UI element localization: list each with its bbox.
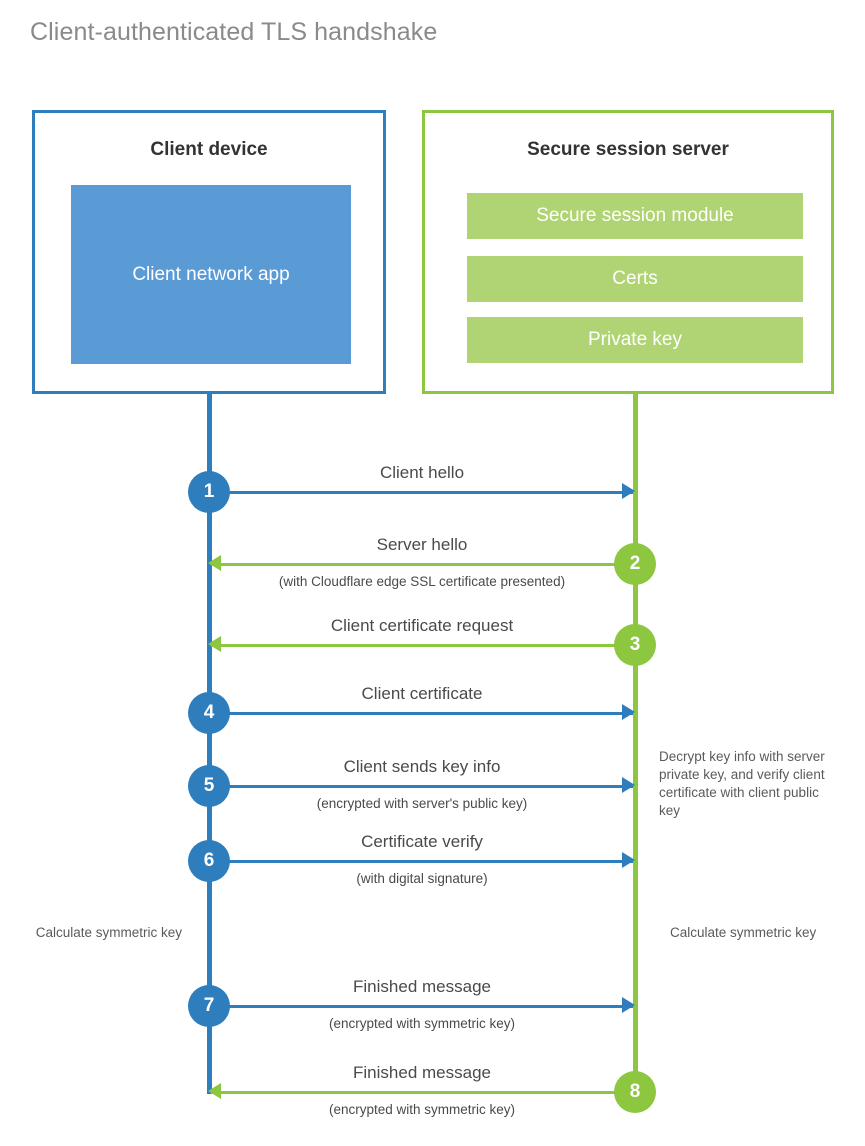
- step-circle-6[interactable]: 6: [188, 840, 230, 882]
- step-circle-1[interactable]: 1: [188, 471, 230, 513]
- secure-session-server-box: Secure session server Secure session mod…: [422, 110, 834, 394]
- page-title: Client-authenticated TLS handshake: [30, 18, 438, 46]
- step-circle-2[interactable]: 2: [614, 543, 656, 585]
- step-circle-5[interactable]: 5: [188, 765, 230, 807]
- message-line-6: [228, 860, 633, 863]
- arrow-head-7: [622, 997, 635, 1013]
- message-line-7: [228, 1005, 633, 1008]
- message-sublabel-2: (with Cloudflare edge SSL certificate pr…: [278, 574, 566, 589]
- message-line-2: [211, 563, 616, 566]
- step-circle-4[interactable]: 4: [188, 692, 230, 734]
- message-line-8: [211, 1091, 616, 1094]
- secure-session-server-title: Secure session server: [527, 139, 729, 160]
- arrow-head-5: [622, 777, 635, 793]
- client-device-box: Client device Client network app: [32, 110, 386, 394]
- message-sublabel-6: (with digital signature): [356, 871, 488, 886]
- message-label-7: Finished message: [353, 977, 491, 996]
- message-label-4: Client certificate: [361, 684, 483, 703]
- message-line-3: [211, 644, 616, 647]
- message-line-5: [228, 785, 633, 788]
- client-calculate-symmetric-key-note: Calculate symmetric key: [35, 925, 182, 940]
- step-circle-3[interactable]: 3: [614, 624, 656, 666]
- message-label-3: Client certificate request: [330, 616, 514, 635]
- message-label-8: Finished message: [353, 1063, 491, 1082]
- client-lifeline: [207, 392, 212, 1094]
- server-calculate-symmetric-key-note: Calculate symmetric key: [670, 925, 817, 940]
- message-sublabel-5: (encrypted with server's public key): [316, 796, 528, 811]
- step-circle-7[interactable]: 7: [188, 985, 230, 1027]
- message-line-4: [228, 712, 633, 715]
- step-circle-8[interactable]: 8: [614, 1071, 656, 1113]
- message-label-1: Client hello: [379, 463, 465, 482]
- server-decrypt-note: Decrypt key info with server private key…: [659, 749, 825, 818]
- message-label-6: Certificate verify: [361, 832, 483, 851]
- server-module-secure-session-module: Secure session module: [467, 193, 803, 239]
- client-device-title: Client device: [150, 139, 268, 160]
- arrow-head-2: [208, 555, 221, 571]
- server-module-certs: Certs: [467, 256, 803, 302]
- message-line-1: [228, 491, 633, 494]
- server-module-private-key: Private key: [467, 317, 803, 363]
- arrow-head-6: [622, 852, 635, 868]
- arrow-head-4: [622, 704, 635, 720]
- message-sublabel-7: (encrypted with symmetric key): [328, 1016, 516, 1031]
- arrow-head-8: [208, 1083, 221, 1099]
- message-label-2: Server hello: [376, 535, 468, 554]
- arrow-head-3: [208, 636, 221, 652]
- message-sublabel-8: (encrypted with symmetric key): [328, 1102, 516, 1117]
- server-lifeline: [633, 392, 638, 1094]
- client-network-app-block: Client network app: [71, 185, 351, 364]
- arrow-head-1: [622, 483, 635, 499]
- message-label-5: Client sends key info: [343, 757, 501, 776]
